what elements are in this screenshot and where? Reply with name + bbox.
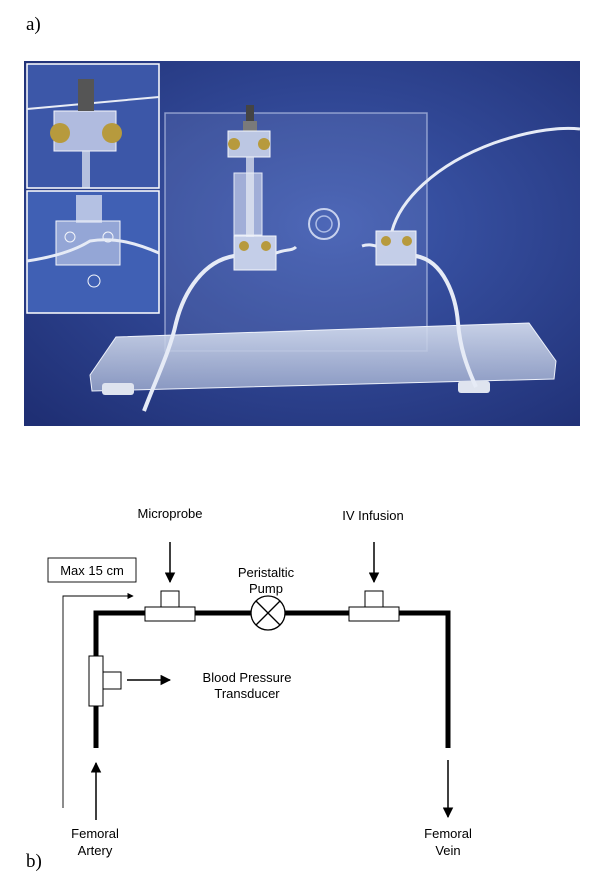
femoral-artery-label-line2: Artery xyxy=(78,843,113,858)
schematic-diagram: Max 15 cm Microprobe IV Infusion Perista… xyxy=(47,506,472,858)
right-connector-block xyxy=(375,230,417,266)
panel-label-a: a) xyxy=(26,14,41,35)
iv-infusion-label: IV Infusion xyxy=(342,508,403,523)
bp-transducer-label-line1: Blood Pressure xyxy=(203,670,292,685)
peristaltic-pump-label-line2: Pump xyxy=(249,581,283,596)
bp-transducer-connector xyxy=(88,655,122,707)
microprobe-connector xyxy=(144,590,196,622)
tubing-right xyxy=(415,254,478,388)
iv-infusion-connector xyxy=(348,590,400,622)
tubing-left xyxy=(142,254,235,412)
panel-label-b: b) xyxy=(26,851,42,872)
max-length-arrow xyxy=(62,592,134,808)
femoral-vein-label-line1: Femoral xyxy=(424,826,472,841)
microprobe-label: Microprobe xyxy=(137,506,202,521)
max-length-box xyxy=(47,557,137,583)
femoral-artery-label-line1: Femoral xyxy=(71,826,119,841)
round-fitting xyxy=(308,208,340,240)
inset-connector-closeup xyxy=(26,190,160,314)
peristaltic-pump-label-line1: Peristaltic xyxy=(238,565,295,580)
device-photo xyxy=(24,61,580,426)
left-connector-block xyxy=(233,235,277,271)
peristaltic-pump-symbol xyxy=(250,595,286,631)
inset-probe-closeup xyxy=(26,63,160,189)
femoral-vein-label-line2: Vein xyxy=(435,843,460,858)
bp-transducer-label-line2: Transducer xyxy=(214,686,280,701)
acrylic-base xyxy=(89,322,557,392)
max-length-label: Max 15 cm xyxy=(60,563,124,578)
